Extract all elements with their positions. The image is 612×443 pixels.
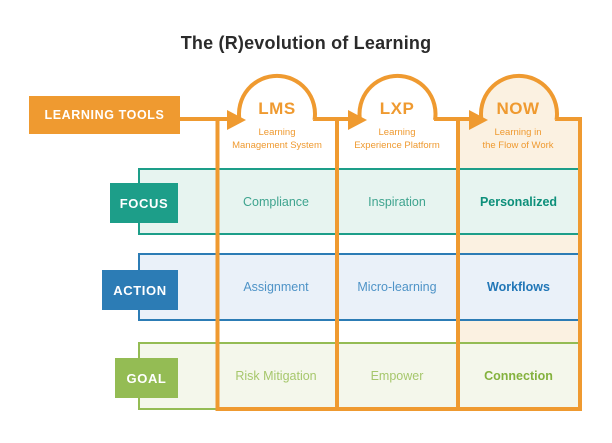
column-header-lms: LMS Learning Management System bbox=[217, 99, 337, 152]
now-abbr: NOW bbox=[496, 99, 540, 118]
row-label-action: ACTION bbox=[102, 270, 178, 310]
row-label-focus: FOCUS bbox=[110, 183, 178, 223]
lms-subtitle: Learning Management System bbox=[232, 127, 322, 151]
cell-goal-lxp: Empower bbox=[370, 369, 424, 383]
cell-action-lms: Assignment bbox=[243, 280, 309, 294]
cell-action-now: Workflows bbox=[487, 280, 550, 294]
page-title: The (R)evolution of Learning bbox=[180, 33, 432, 53]
cell-focus-lms: Compliance bbox=[242, 194, 309, 209]
lms-abbr: LMS bbox=[258, 99, 296, 118]
now-subtitle: Learning in the Flow of Work bbox=[482, 127, 554, 151]
cell-action-lxp: Micro-learning bbox=[357, 280, 437, 294]
learning-tools-label: LEARNING TOOLS bbox=[29, 96, 180, 134]
column-header-lxp: LXP Learning Experience Platform bbox=[337, 99, 457, 152]
column-header-now: NOW Learning in the Flow of Work bbox=[458, 99, 578, 152]
row-label-goal: GOAL bbox=[115, 358, 178, 398]
lxp-abbr: LXP bbox=[379, 99, 415, 118]
cell-goal-lms: Risk Mitigation bbox=[235, 369, 317, 383]
lxp-subtitle: Learning Experience Platform bbox=[354, 127, 440, 151]
cell-focus-now: Personalized bbox=[479, 194, 558, 209]
cell-focus-lxp: Inspiration bbox=[368, 194, 426, 209]
cell-goal-now: Connection bbox=[484, 369, 553, 383]
